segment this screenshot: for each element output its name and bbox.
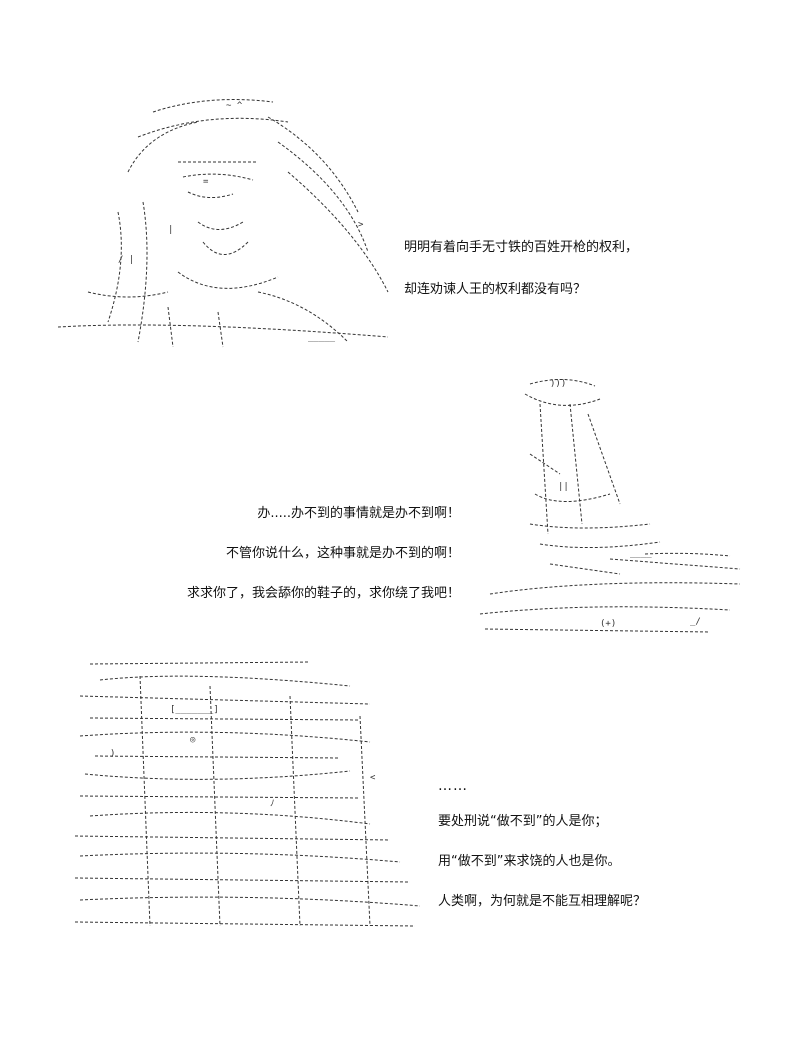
- svg-text:ﾉ: ﾉ: [270, 799, 275, 809]
- svg-text:~ ^: ~ ^: [226, 101, 243, 111]
- ascii-art-kneeling-figure: ))) || ____ (+) _/: [470, 374, 746, 636]
- svg-text:_/: _/: [690, 617, 701, 627]
- panel-3-line-2: 用“做不到”来求饶的人也是你。: [438, 854, 621, 869]
- panel-2-line-2: 不管你说什么，这种事就是办不到的啊！: [225, 546, 460, 561]
- panel-3-line-1: 要处刑说“做不到”的人是你；: [438, 814, 608, 829]
- svg-text:(+): (+): [600, 619, 616, 629]
- panel-1-line-2: 却连劝谏人王的权利都没有吗？: [404, 282, 587, 297]
- ascii-art-portrait-long-hair: ~ ^ = | / | > _____: [58, 92, 394, 352]
- svg-text:◎: ◎: [190, 735, 196, 745]
- panel-1-line-1: 明明有着向手无寸铁的百姓开枪的权利，: [404, 240, 639, 255]
- ascii-art-crowd-scene: [_______] ◎ ) < ﾉ: [70, 656, 426, 934]
- svg-text:|: |: [168, 225, 173, 235]
- svg-text:>: >: [358, 220, 364, 230]
- svg-text:____: ____: [630, 549, 652, 559]
- svg-text:/ |: / |: [118, 255, 134, 265]
- svg-text:<: <: [370, 773, 376, 783]
- panel-3: [_______] ◎ ) < ﾉ …… 要处刑说“做不到”的人是你； 用“做不…: [0, 640, 800, 960]
- svg-text:): ): [110, 749, 115, 759]
- portrait-art-svg: ~ ^ = | / | > _____: [58, 99, 389, 348]
- svg-text:=: =: [203, 177, 209, 187]
- kneeling-art-svg: ))) || ____ (+) _/: [479, 378, 741, 633]
- crowd-art-svg: [_______] ◎ ) < ﾉ: [74, 661, 421, 927]
- svg-text:[_______]: [_______]: [170, 705, 219, 715]
- panel-1: ~ ^ = | / | > _____ 明明有着向手无寸铁的百姓开枪的权利， 却…: [0, 0, 800, 360]
- svg-text:||: ||: [558, 482, 569, 492]
- panel-2-line-3: 求求你了，我会舔你的鞋子的，求你绕了我吧！: [186, 586, 460, 601]
- panel-2-line-1: 办.....办不到的事情就是办不到啊！: [257, 506, 460, 521]
- panel-2: 办.....办不到的事情就是办不到啊！ 不管你说什么，这种事就是办不到的啊！ 求…: [0, 360, 800, 640]
- panel-3-ellipsis: ……: [438, 778, 468, 794]
- svg-text:))): ))): [550, 379, 566, 389]
- svg-text:_____: _____: [308, 333, 336, 343]
- panel-3-line-3: 人类啊，为何就是不能互相理解呢？: [438, 894, 647, 909]
